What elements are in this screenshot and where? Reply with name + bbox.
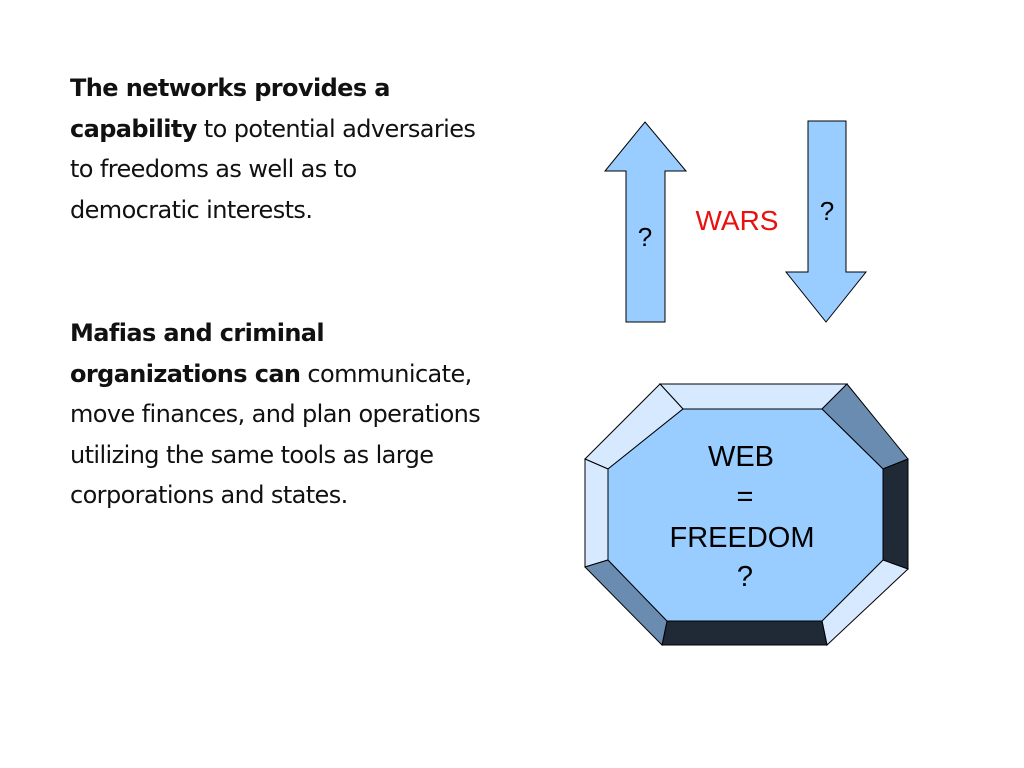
- up-arrow-label: ?: [638, 222, 652, 252]
- up-arrow-icon: [603, 121, 688, 323]
- paragraph-mafias-bold: Mafias and criminal organizations can: [70, 319, 325, 388]
- octagon-line-web: WEB: [708, 441, 774, 473]
- octagon-face: [607, 408, 884, 622]
- octagon-line-freedom: FREEDOM: [670, 522, 815, 554]
- octagon-line-question: ?: [737, 561, 753, 593]
- down-arrow-label: ?: [820, 196, 834, 226]
- bevel-bottom: [661, 620, 828, 646]
- bevel-top: [658, 383, 849, 410]
- paragraph-mafias-text: communicate, move finances, and plan ope…: [70, 359, 481, 510]
- octagon-bevel-frame: [584, 383, 909, 647]
- paragraph-capability: The networks provides a capability to po…: [70, 68, 490, 230]
- bevel-right: [882, 458, 909, 570]
- paragraph-capability-bold: The networks provides a capability: [70, 74, 391, 143]
- down-arrow-icon: [784, 120, 868, 323]
- octagon-line-equals: =: [737, 481, 754, 513]
- paragraph-capability-text: to potential adversaries to freedoms as …: [70, 114, 476, 224]
- wars-label: WARS: [696, 205, 779, 236]
- paragraph-mafias: Mafias and criminal organizations can co…: [70, 313, 490, 516]
- bevel-left: [584, 458, 609, 568]
